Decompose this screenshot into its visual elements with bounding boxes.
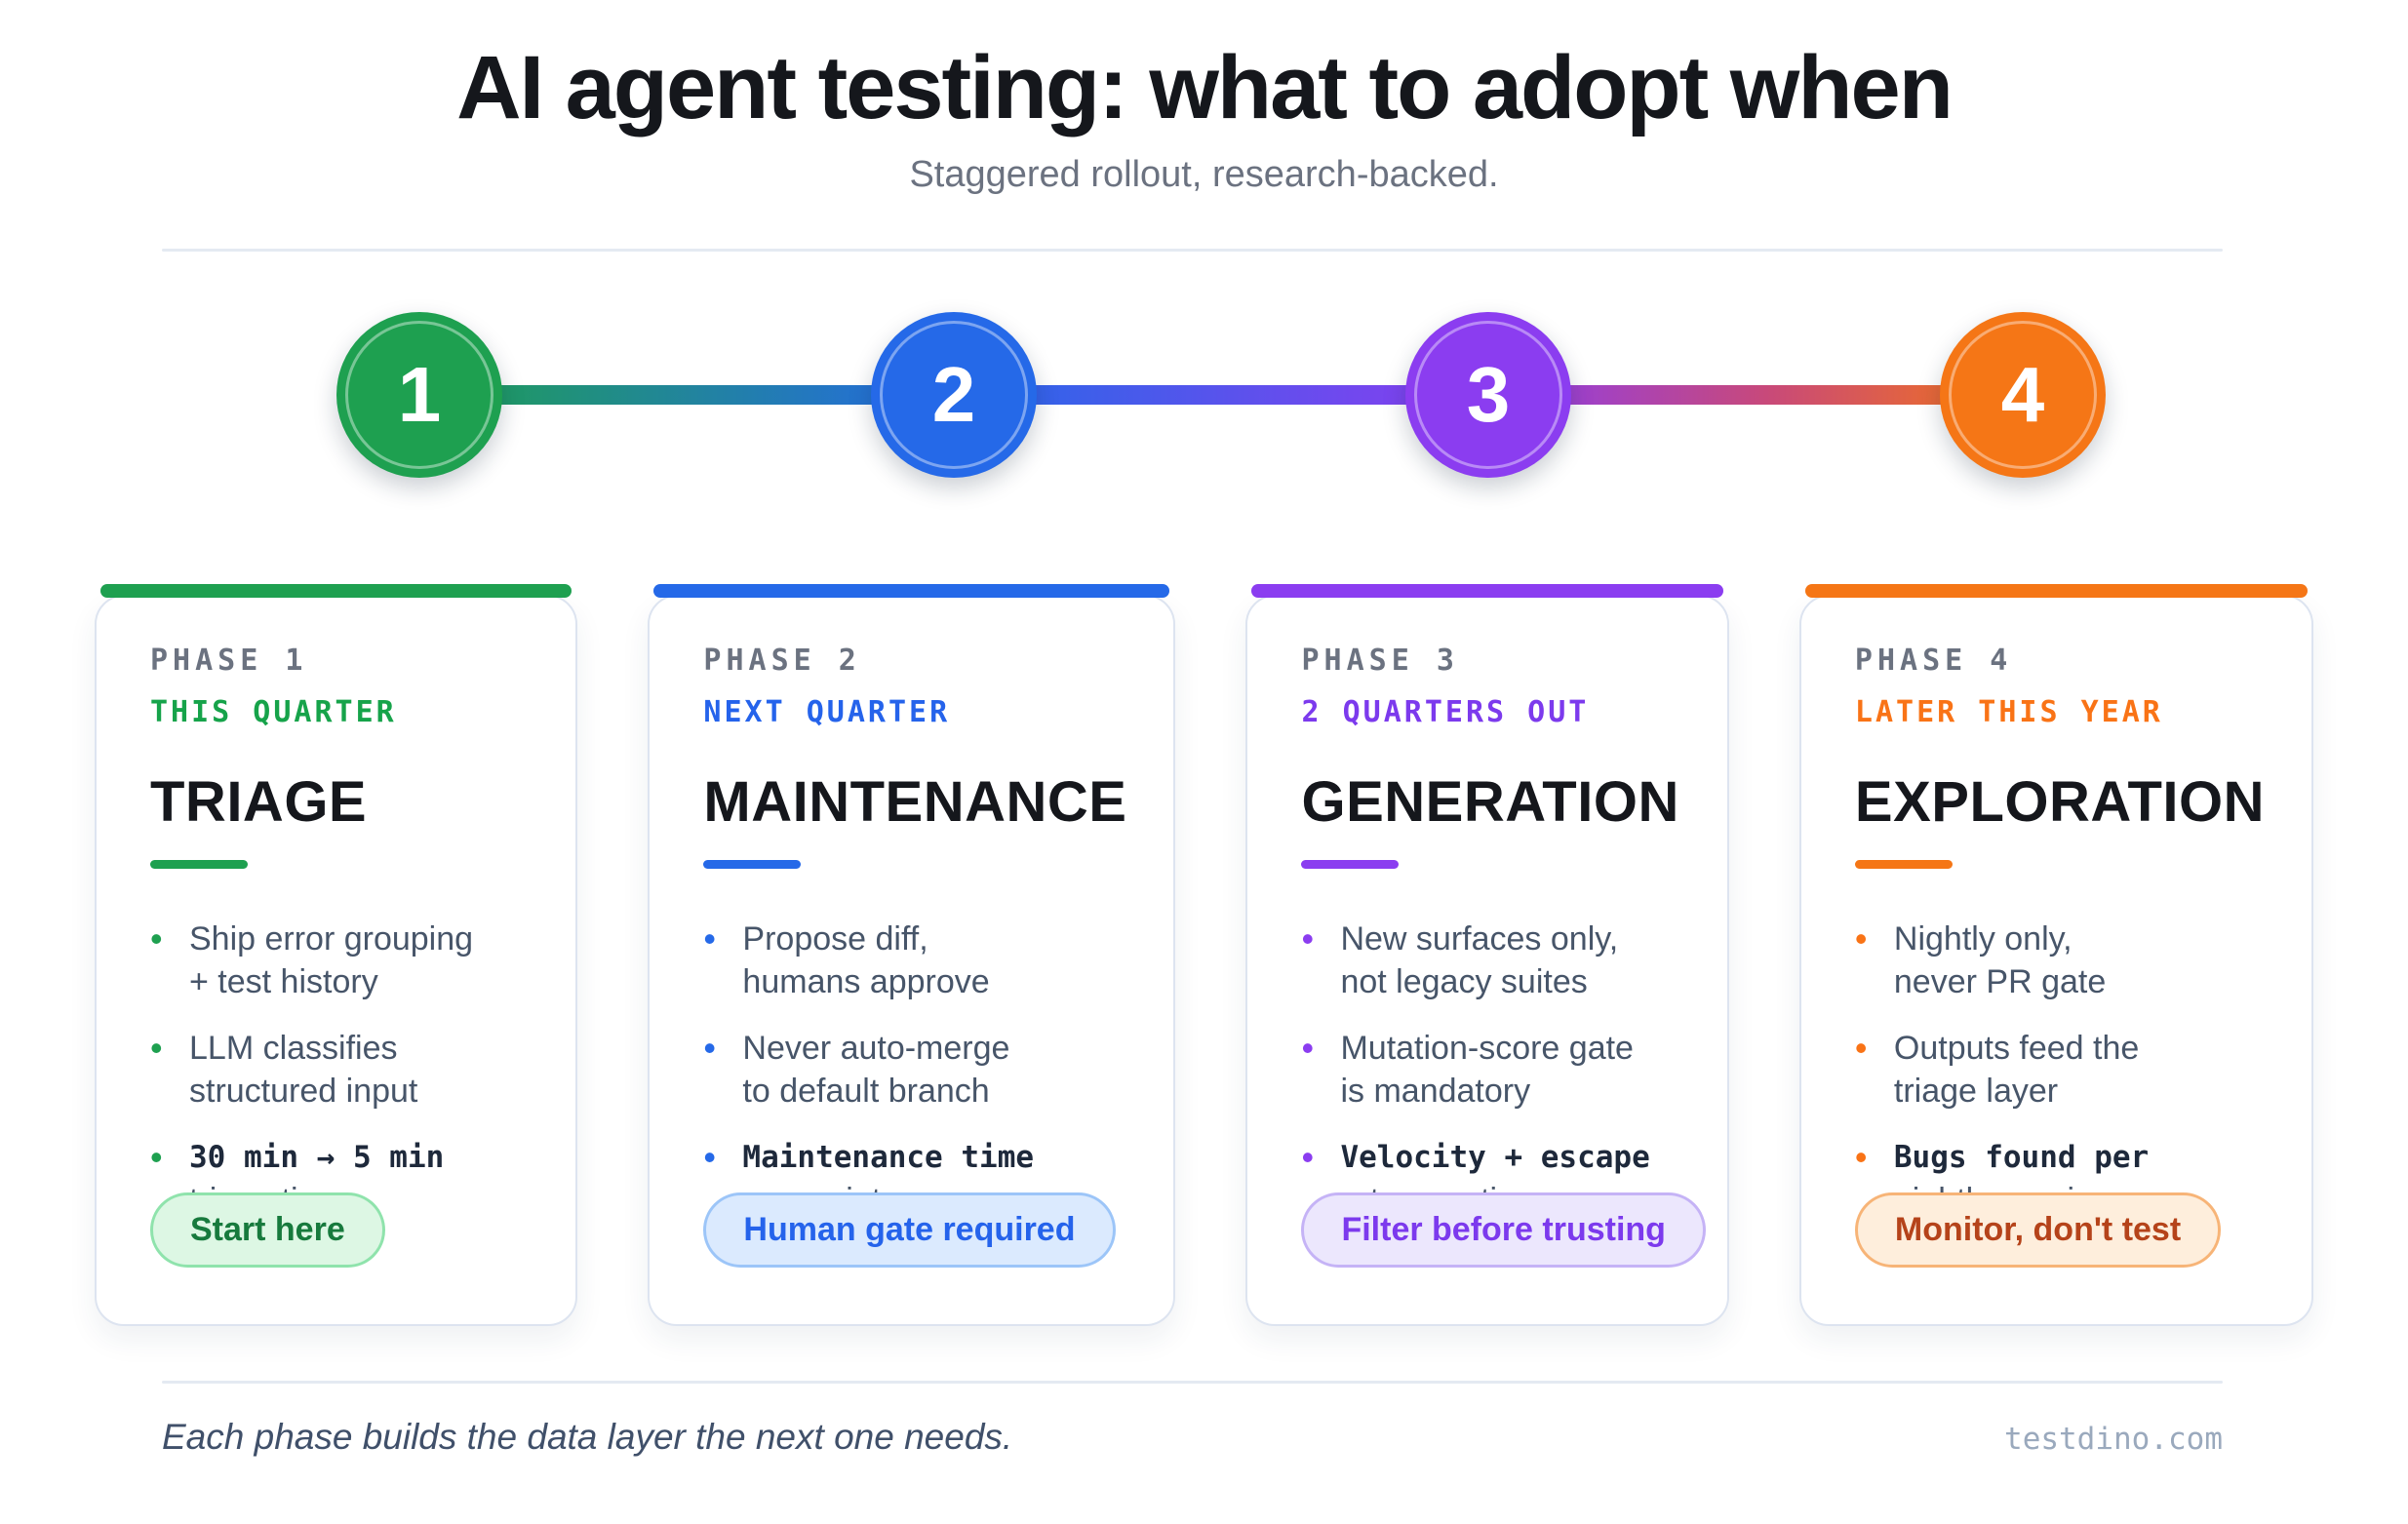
bullet-metric-line: Bugs found per bbox=[1893, 1140, 2150, 1176]
bullet-dot: • bbox=[1301, 1137, 1315, 1178]
timeline-step-4: 4 bbox=[1940, 311, 2106, 478]
bullet-line: is mandatory bbox=[1340, 1073, 1531, 1111]
card-accent-bar bbox=[100, 583, 572, 598]
phase-timing: NEXT QUARTER bbox=[703, 694, 951, 729]
bottom-divider bbox=[162, 1380, 2223, 1384]
bullet-line: Mutation-score gate bbox=[1340, 1030, 1634, 1068]
bullet-line: Nightly only, bbox=[1893, 920, 2072, 958]
bullet-dot: • bbox=[1301, 918, 1315, 959]
bullet-line: LLM classifies bbox=[189, 1030, 398, 1068]
timeline-connector bbox=[419, 384, 2023, 405]
card-title: MAINTENANCE bbox=[703, 770, 1127, 835]
status-badge: Human gate required bbox=[703, 1192, 1116, 1268]
phase-card-generation: PHASE 3 2 QUARTERS OUT GENERATION • New … bbox=[1245, 583, 1729, 1326]
status-badge: Start here bbox=[150, 1192, 385, 1268]
bullet-item: • LLM classifies structured input bbox=[150, 1027, 529, 1113]
timeline-step-3: 3 bbox=[1405, 311, 1571, 478]
bullet-item: • Propose diff, humans approve bbox=[703, 918, 1126, 1003]
bullet-dot: • bbox=[703, 918, 717, 959]
title-underline bbox=[150, 860, 248, 870]
phase-card-exploration: PHASE 4 LATER THIS YEAR EXPLORATION • Ni… bbox=[1798, 583, 2313, 1326]
bullet-dot: • bbox=[1854, 918, 1868, 959]
bullet-list: • Ship error grouping + test history • LL… bbox=[150, 918, 529, 1222]
step-number: 2 bbox=[931, 350, 976, 438]
bullet-dot: • bbox=[1854, 1028, 1868, 1069]
bullet-dot: • bbox=[150, 1137, 163, 1178]
bullet-list: • Nightly only, never PR gate • Outputs f… bbox=[1855, 918, 2265, 1222]
bullet-line: New surfaces only, bbox=[1340, 920, 1619, 958]
bullet-line: not legacy suites bbox=[1340, 963, 1588, 1001]
bullet-item: • Ship error grouping + test history bbox=[150, 918, 529, 1003]
title-underline bbox=[1301, 860, 1400, 870]
phase-label: PHASE 3 bbox=[1301, 643, 1459, 678]
bullet-line: Propose diff, bbox=[742, 920, 928, 958]
bullet-line: Ship error grouping bbox=[189, 920, 474, 958]
top-divider bbox=[162, 248, 2223, 252]
bullet-item: • Never auto-merge to default branch bbox=[703, 1027, 1126, 1113]
bullet-line: to default branch bbox=[742, 1073, 990, 1111]
phase-card-triage: PHASE 1 THIS QUARTER TRIAGE • Ship error… bbox=[95, 583, 578, 1326]
phase-label: PHASE 4 bbox=[1854, 643, 2013, 678]
card-accent-bar bbox=[1251, 583, 1723, 598]
bullet-line: Never auto-merge bbox=[742, 1030, 1010, 1068]
step-number: 1 bbox=[397, 350, 442, 438]
bullet-dot: • bbox=[703, 1028, 717, 1069]
bullet-metric-line: Velocity + escape bbox=[1340, 1140, 1650, 1176]
footer-note: Each phase builds the data layer the nex… bbox=[162, 1416, 1013, 1457]
step-number: 3 bbox=[1466, 350, 1511, 438]
bullet-line: structured input bbox=[189, 1073, 418, 1111]
bullet-list: • Propose diff, humans approve • Never au… bbox=[703, 918, 1126, 1222]
bullet-dot: • bbox=[1854, 1137, 1868, 1178]
bullet-line: never PR gate bbox=[1893, 963, 2107, 1001]
bullet-line: + test history bbox=[189, 963, 378, 1001]
status-badge: Monitor, don't test bbox=[1854, 1192, 2222, 1268]
bullet-item: • Nightly only, never PR gate bbox=[1855, 918, 2265, 1003]
title-underline bbox=[1854, 860, 1953, 870]
bullet-item: • Mutation-score gate is mandatory bbox=[1301, 1027, 1679, 1113]
bullet-line: humans approve bbox=[742, 963, 990, 1001]
bullet-metric-line: Maintenance time bbox=[742, 1140, 1035, 1176]
card-title: EXPLORATION bbox=[1854, 770, 2265, 835]
bullet-line: triage layer bbox=[1893, 1073, 2059, 1111]
bullet-item: • Outputs feed the triage layer bbox=[1855, 1027, 2265, 1113]
card-title: GENERATION bbox=[1301, 770, 1679, 835]
timeline-step-1: 1 bbox=[336, 311, 502, 478]
bullet-item: • New surfaces only, not legacy suites bbox=[1301, 918, 1679, 1003]
page-subtitle: Staggered rollout, research-backed. bbox=[909, 154, 1499, 196]
status-badge: Filter before trusting bbox=[1301, 1192, 1706, 1268]
page-title: AI agent testing: what to adopt when bbox=[456, 38, 1954, 137]
bullet-dot: • bbox=[150, 1028, 163, 1069]
phase-cards-row: PHASE 1 THIS QUARTER TRIAGE • Ship error… bbox=[95, 583, 2313, 1326]
phase-label: PHASE 2 bbox=[703, 643, 861, 678]
bullet-line: Outputs feed the bbox=[1893, 1030, 2140, 1068]
bullet-list: • New surfaces only, not legacy suites • … bbox=[1301, 918, 1679, 1222]
header: AI agent testing: what to adopt when Sta… bbox=[0, 0, 2408, 198]
card-accent-bar bbox=[1804, 583, 2308, 598]
site-url: testdino.com bbox=[2004, 1421, 2223, 1457]
title-underline bbox=[703, 860, 802, 870]
footer: Each phase builds the data layer the nex… bbox=[162, 1384, 2223, 1458]
phase-timing: 2 QUARTERS OUT bbox=[1301, 694, 1590, 729]
card-title: TRIAGE bbox=[150, 770, 368, 835]
phase-label: PHASE 1 bbox=[150, 643, 308, 678]
bullet-dot: • bbox=[150, 918, 163, 959]
bullet-dot: • bbox=[703, 1137, 717, 1178]
step-number: 4 bbox=[2000, 350, 2045, 438]
card-accent-bar bbox=[653, 583, 1170, 598]
bullet-metric-line: 30 min → 5 min bbox=[189, 1140, 445, 1176]
timeline-step-2: 2 bbox=[871, 311, 1037, 478]
timeline: 1 2 3 4 bbox=[0, 252, 2408, 595]
phase-timing: THIS QUARTER bbox=[150, 694, 397, 729]
phase-card-maintenance: PHASE 2 NEXT QUARTER MAINTENANCE • Propo… bbox=[648, 583, 1176, 1326]
bullet-dot: • bbox=[1301, 1028, 1315, 1069]
phase-timing: LATER THIS YEAR bbox=[1854, 694, 2163, 729]
